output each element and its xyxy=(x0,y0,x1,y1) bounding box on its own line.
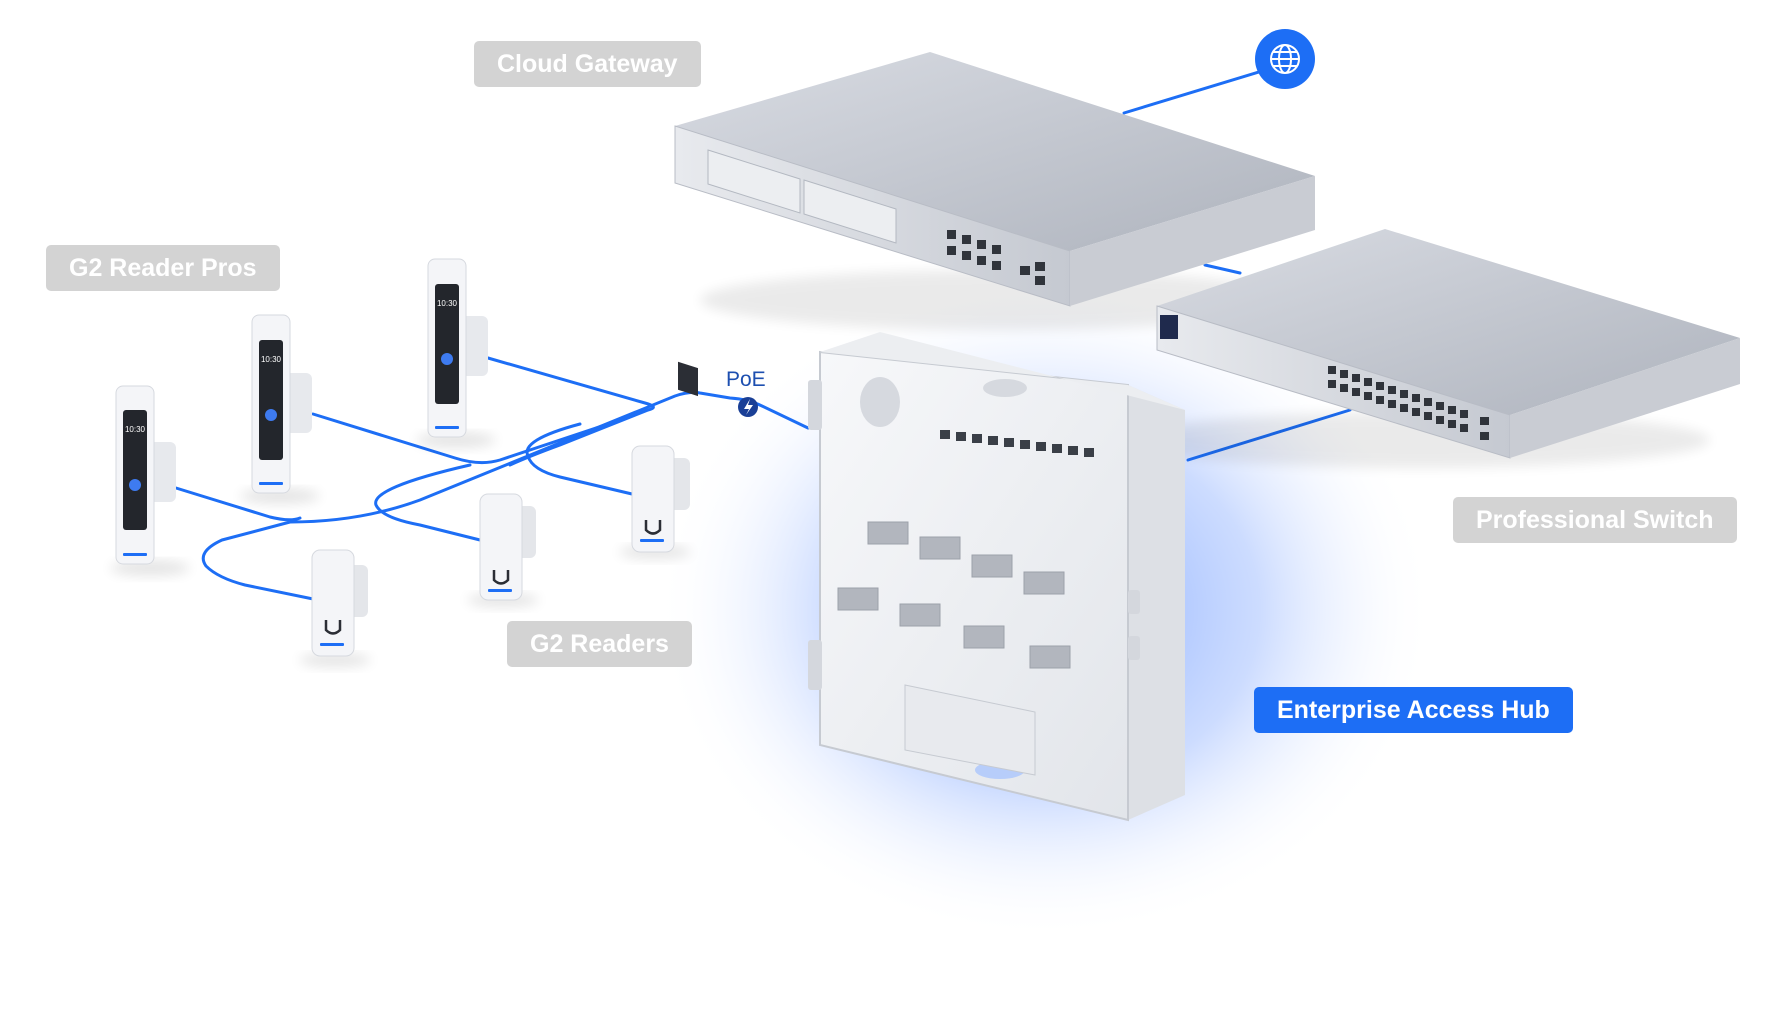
switch-display xyxy=(1160,315,1178,339)
globe-icon xyxy=(1270,44,1300,74)
hub-patch-ports xyxy=(940,430,1094,457)
professional-switch-device[interactable] xyxy=(1130,229,1740,468)
internet-node[interactable] xyxy=(1255,29,1315,89)
reader-pro-1-button xyxy=(129,479,141,491)
reader-3-led xyxy=(640,539,664,542)
reader-pro-3[interactable]: 10:30 xyxy=(416,258,496,448)
reader-1[interactable] xyxy=(299,549,371,667)
lightning-bolt-icon xyxy=(744,399,753,415)
gateway-drive-bay-2 xyxy=(803,179,897,244)
cable-gateway-switch xyxy=(1203,263,1242,275)
reader-1-led xyxy=(320,643,344,646)
hub-cable-bay xyxy=(904,684,1036,776)
gateway-ports xyxy=(947,230,1045,285)
hub-knockout-left xyxy=(860,377,900,427)
reader-pro-1-time: 10:30 xyxy=(125,425,146,434)
hub-top-edge xyxy=(820,332,1185,410)
g2-reader-pro-group: 10:30 10:30 10:30 xyxy=(110,258,496,576)
reader-pro-3-time: 10:30 xyxy=(437,299,458,308)
enterprise-access-hub-device[interactable] xyxy=(808,332,1185,822)
reader-2[interactable] xyxy=(467,493,539,607)
reader-pro-2[interactable]: 10:30 xyxy=(240,314,320,504)
cable-reader-3 xyxy=(525,422,634,496)
hub-side xyxy=(1128,385,1185,820)
cable-reader-pro-1 xyxy=(174,486,302,522)
cable-reader-pro-2 xyxy=(311,412,622,465)
switch-top xyxy=(1157,229,1740,415)
enterprise-access-hub-label: Enterprise Access Hub xyxy=(1254,687,1573,733)
reader-2-led xyxy=(488,589,512,592)
switch-ports xyxy=(1328,366,1489,440)
g2-readers-label: G2 Readers xyxy=(507,621,692,667)
cable-poe-trunk xyxy=(201,390,810,602)
reader-pro-2-led xyxy=(259,482,283,485)
gateway-drive-bay-1 xyxy=(707,149,801,214)
reader-pro-3-screen xyxy=(435,284,459,404)
reader-pro-2-time: 10:30 xyxy=(261,355,282,364)
reader-pro-1-led xyxy=(123,553,147,556)
u-logo-icon xyxy=(644,520,662,535)
g2-reader-group xyxy=(299,445,691,667)
cloud-gateway-device[interactable] xyxy=(674,52,1315,397)
hub-knockout-top xyxy=(983,379,1027,397)
g2-reader-pros-label: G2 Reader Pros xyxy=(46,245,280,291)
cable-reader-pro-3 xyxy=(486,356,655,467)
gateway-display xyxy=(678,361,698,397)
gateway-side xyxy=(1070,176,1315,306)
reader-3[interactable] xyxy=(619,445,691,559)
reader-2-body xyxy=(479,493,523,601)
cable-reader-2 xyxy=(374,463,482,542)
professional-switch-label: Professional Switch xyxy=(1453,497,1737,543)
reader-3-body xyxy=(631,445,675,553)
reader-pro-3-button xyxy=(441,353,453,365)
u-logo-icon xyxy=(324,620,342,635)
poe-label: PoE xyxy=(726,368,766,391)
reader-1-body xyxy=(311,549,355,657)
reader-pro-1[interactable]: 10:30 xyxy=(110,385,190,576)
reader-pro-1-screen xyxy=(123,410,147,530)
hub-mount-clips xyxy=(808,380,1140,690)
hub-terminal-blocks xyxy=(837,521,1071,669)
gateway-top xyxy=(675,52,1315,251)
reader-pro-2-screen xyxy=(259,340,283,460)
u-logo-icon xyxy=(492,570,510,585)
reader-pro-2-button xyxy=(265,409,277,421)
cloud-gateway-label: Cloud Gateway xyxy=(474,41,701,87)
reader-pro-3-led xyxy=(435,426,459,429)
poe-junction xyxy=(738,397,758,417)
switch-side xyxy=(1510,338,1740,458)
